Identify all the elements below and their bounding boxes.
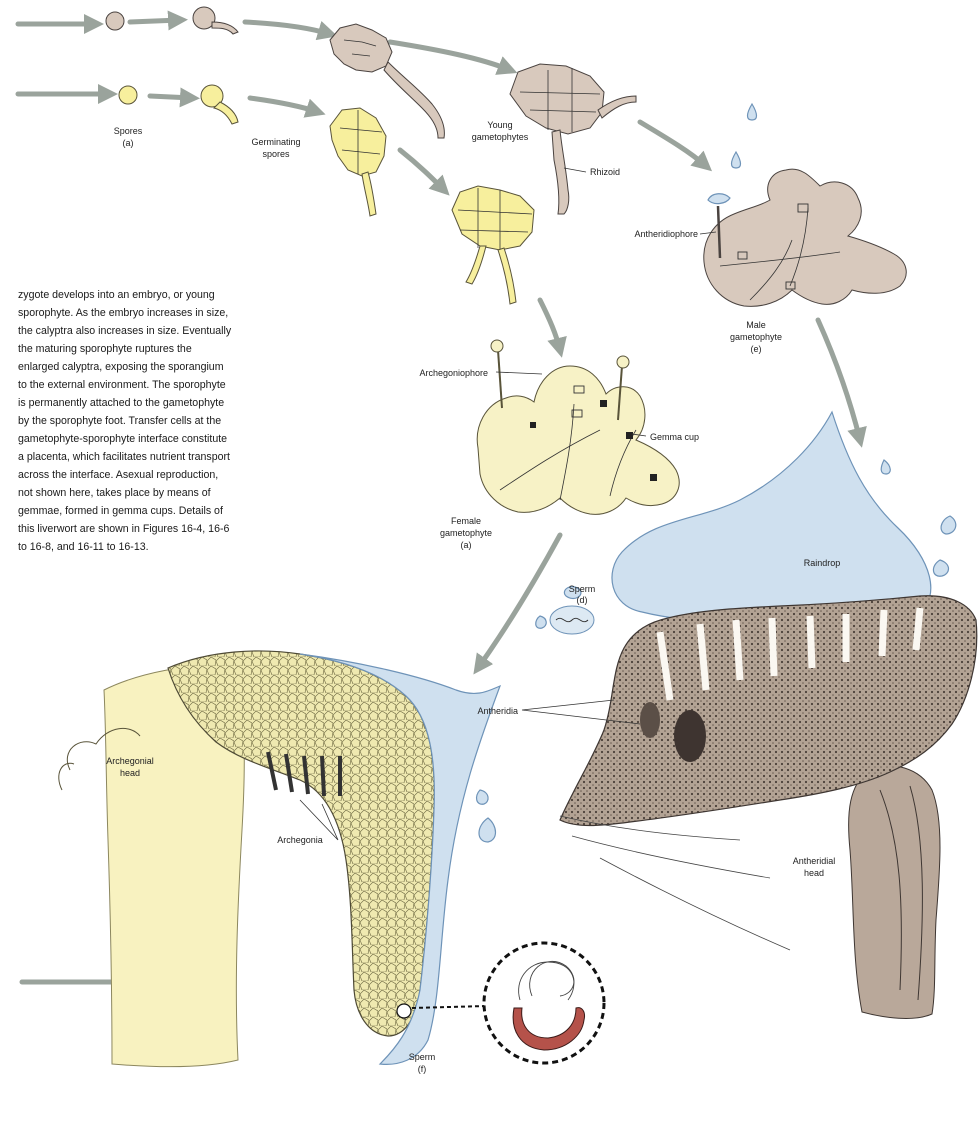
male-germinating-spore: [193, 7, 238, 34]
paragraph-line: across the interface. Asexual reproducti…: [18, 469, 218, 481]
paragraph-line: gametophyte-sporophyte interface constit…: [18, 433, 227, 445]
female-spore-sequence: [119, 85, 534, 304]
label-young-gametophytes: Young: [487, 120, 512, 130]
arrow-mid-3: [250, 98, 318, 112]
antheridiophore-disc: [708, 194, 730, 204]
female-germinating-spore: [201, 85, 238, 124]
female-spore: [119, 86, 137, 104]
label-sperm-top: Sperm: [569, 584, 596, 594]
archegoniophore-stalk: [498, 350, 502, 408]
paragraph-line: a placenta, which facilitates nutrient t…: [18, 451, 230, 463]
arrow-mid-4: [400, 150, 444, 190]
gemma-cup-icon: [650, 474, 657, 481]
paragraph-line: the maturing sporophyte ruptures the: [18, 343, 192, 355]
paragraph-line: not shown here, takes place by means of: [18, 487, 211, 499]
label-female-gametophyte: Female: [451, 516, 481, 526]
paragraph-line: enlarged calyptra, exposing the sporangi…: [18, 361, 224, 373]
arrow-top-4: [390, 42, 510, 70]
arrow-mid-2: [150, 96, 192, 98]
male-spore: [106, 12, 124, 30]
arrow-female-to-head: [478, 535, 560, 668]
label-sperm-bottom-tag: (f): [418, 1064, 427, 1074]
label-sperm-bottom: Sperm: [409, 1052, 436, 1062]
arrow-mid-5: [540, 300, 560, 350]
label-germinating-spores: Germinating: [251, 137, 300, 147]
arrow-top-5: [640, 122, 706, 166]
label-archegonia: Archegonia: [277, 835, 323, 845]
label-male-gametophyte: Male: [746, 320, 766, 330]
antheridium: [674, 710, 706, 762]
arrow-top-3: [245, 22, 330, 34]
antheridium: [640, 702, 660, 738]
label-sperm-top-tag: (d): [577, 595, 588, 605]
label-male-gametophyte-tag: (e): [751, 344, 762, 354]
water-drop-icon: [941, 516, 956, 534]
label-spores: Spores: [114, 126, 143, 136]
label-gemma-cup: Gemma cup: [650, 432, 699, 442]
label-rhizoid: Rhizoid: [590, 167, 620, 177]
archegonial-head: [59, 651, 500, 1067]
gemma-cup-icon: [530, 422, 536, 428]
label-germinating-spores-2: spores: [262, 149, 290, 159]
female-gametophyte: [477, 340, 679, 514]
paragraph-line: this liverwort are shown in Figures 16-4…: [18, 523, 229, 535]
label-raindrop: Raindrop: [804, 558, 841, 568]
label-antheridial-head: Antheridial: [793, 856, 836, 866]
label-female-gametophyte-tag: (a): [461, 540, 472, 550]
label-antheridial-head-2: head: [804, 868, 824, 878]
paragraph-line: the calyptra also increases in size. Eve…: [18, 325, 232, 337]
label-archegonial-head-2: head: [120, 768, 140, 778]
water-drop-icon: [536, 616, 547, 628]
label-male-gametophyte-2: gametophyte: [730, 332, 782, 342]
gemma-cup-icon: [600, 400, 607, 407]
antheridial-head: [560, 596, 977, 1019]
caption-paragraph: zygote develops into an embryo, or young…: [18, 289, 232, 553]
paragraph-line: sporophyte. As the embryo increases in s…: [18, 307, 228, 319]
paragraph-line: gemmae, formed in gemma cups. Details of: [18, 505, 223, 517]
label-antheridia: Antheridia: [477, 706, 518, 716]
gemma-cup-icon: [626, 432, 633, 439]
male-gametophyte: [704, 169, 906, 306]
paragraph-line: to 16-8, and 16-11 to 16-13.: [18, 541, 149, 553]
label-female-gametophyte-2: gametophyte: [440, 528, 492, 538]
arrow-male-to-drop: [818, 320, 860, 440]
male-young-gametophyte-large: [510, 64, 636, 214]
label-archegoniophore: Archegoniophore: [419, 368, 488, 378]
water-drop-icon: [881, 460, 890, 474]
arrow-top-2: [130, 20, 180, 22]
male-spore-sequence: [106, 7, 757, 214]
paragraph-line: to the external environment. The sporoph…: [18, 379, 226, 391]
label-antheridiophore: Antheridiophore: [634, 229, 698, 239]
archegoniophore-head-icon: [617, 356, 629, 368]
water-drop-icon: [933, 560, 948, 576]
female-young-gametophyte-large: [452, 186, 534, 304]
paragraph-line: is permanently attached to the gametophy…: [18, 397, 224, 409]
water-drop-icon: [479, 818, 496, 842]
paragraph-line: by the sporophyte foot. Transfer cells a…: [18, 415, 221, 427]
sperm-small-icon: [397, 1004, 411, 1018]
sperm-cluster-top: [550, 606, 594, 634]
sperm-magnified: [412, 943, 604, 1063]
label-archegonial-head: Archegonial: [106, 756, 154, 766]
water-drop-icon: [477, 790, 489, 804]
paragraph-line: zygote develops into an embryo, or young: [18, 289, 215, 301]
female-young-gametophyte-small: [330, 108, 386, 216]
water-drop-icon: [748, 104, 757, 120]
archegoniophore-head-icon: [491, 340, 503, 352]
water-drop-icon: [732, 152, 741, 168]
label-spores-tag: (a): [123, 138, 134, 148]
label-young-gametophytes-2: gametophytes: [472, 132, 529, 142]
